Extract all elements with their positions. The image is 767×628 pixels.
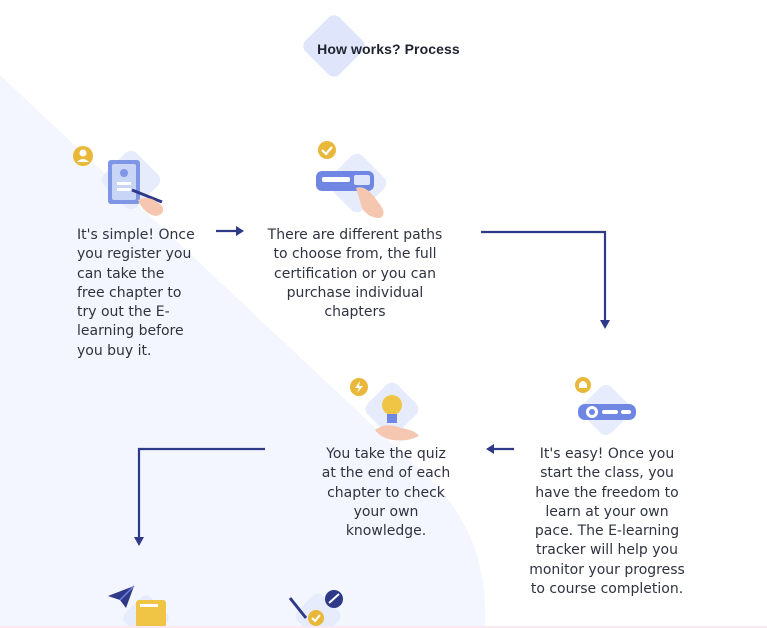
- title-block: How works? Process: [0, 12, 767, 88]
- lightbulb-hand-icon: [350, 378, 419, 441]
- check-badge-icon: [318, 141, 336, 159]
- card-touch-icon: [316, 141, 387, 218]
- document-user-icon: [73, 146, 164, 216]
- page-title: How works? Process: [317, 41, 460, 57]
- step-2-text: There are different paths to choose from…: [267, 227, 443, 321]
- paper-plane-document-icon: [108, 585, 169, 628]
- pen-check-icon: [288, 590, 343, 628]
- progress-tracker-icon: [575, 377, 636, 435]
- step-1-text: It's simple! Once you register you can t…: [77, 227, 195, 359]
- step-3-text: It's easy! Once you start the class, you…: [529, 446, 685, 598]
- step-4-text: You take the quiz at the end of each cha…: [321, 446, 451, 540]
- bottom-edge-strip: [0, 626, 767, 628]
